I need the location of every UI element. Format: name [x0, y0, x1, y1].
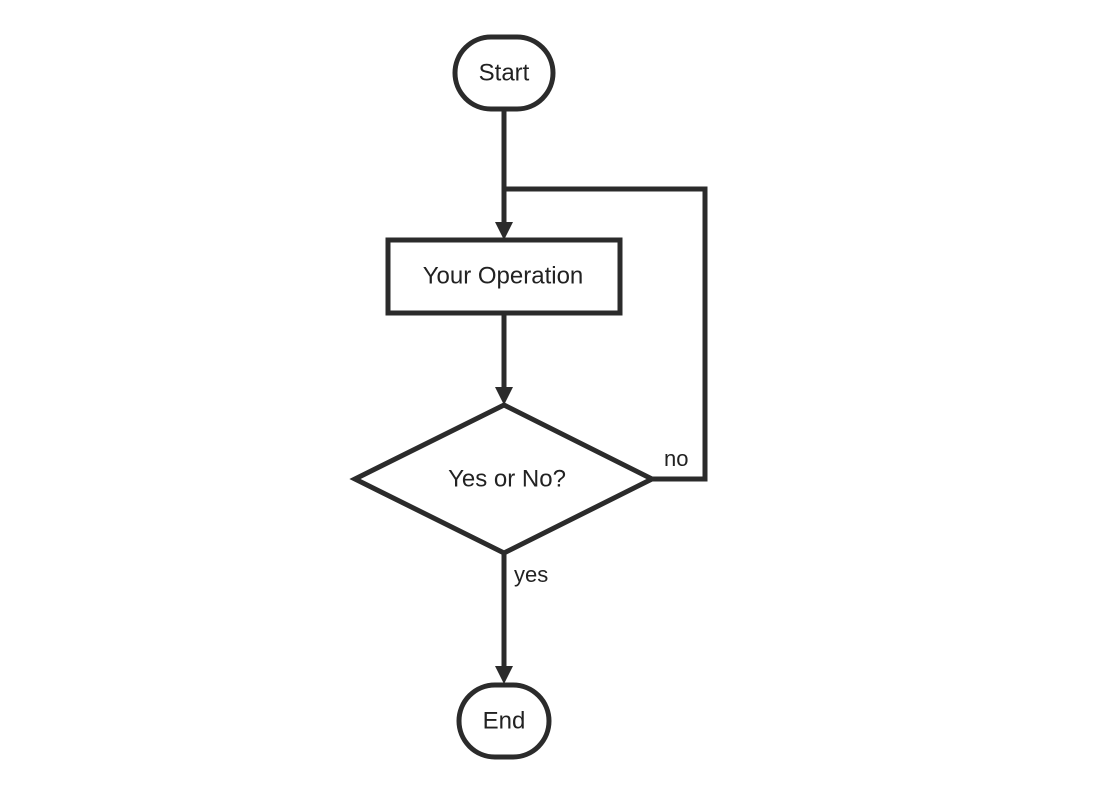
- node-decision: Yes or No?: [349, 402, 658, 556]
- node-decision-label: Yes or No?: [448, 465, 566, 492]
- node-operation: Your Operation: [385, 237, 623, 316]
- arrowhead-decision: [495, 387, 513, 405]
- edge-start-to-operation: [495, 110, 513, 240]
- node-operation-label: Your Operation: [423, 262, 584, 289]
- node-end: End: [456, 682, 552, 760]
- node-end-label: End: [483, 707, 526, 734]
- edge-no-loop: [504, 186, 708, 482]
- node-start-label: Start: [479, 59, 530, 86]
- node-start: Start: [452, 34, 556, 112]
- arrowhead-end: [495, 666, 513, 684]
- edge-yes-to-end: [495, 553, 513, 684]
- arrowhead-operation: [495, 222, 513, 240]
- edge-label-yes: yes: [514, 562, 548, 587]
- edge-label-no: no: [664, 446, 688, 471]
- edge-operation-to-decision: [495, 314, 513, 405]
